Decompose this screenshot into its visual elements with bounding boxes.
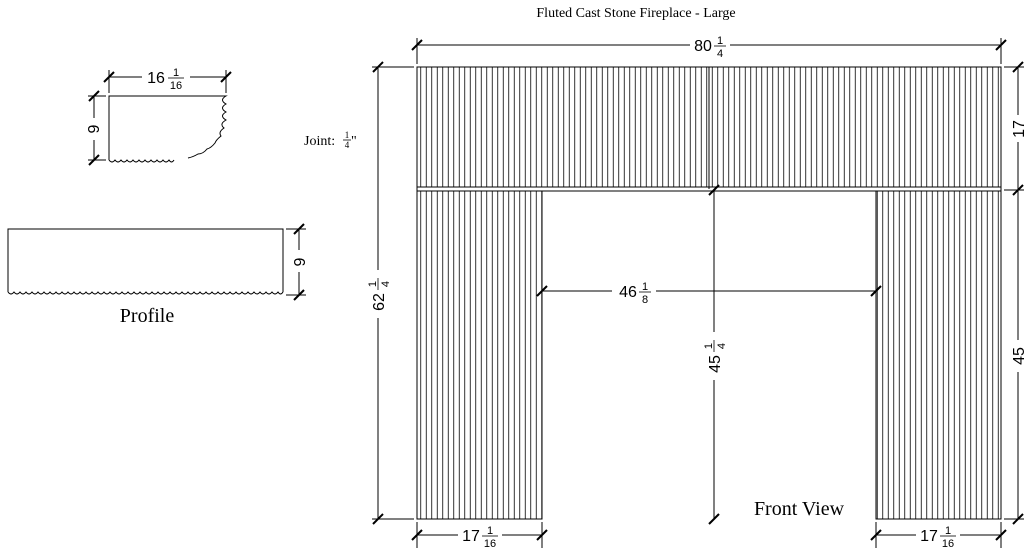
joint-unit: " <box>351 134 357 149</box>
dim-header-height <box>1004 61 1024 196</box>
profile-cap <box>108 95 228 163</box>
drawing-title: Fluted Cast Stone Fireplace - Large <box>536 6 735 21</box>
dim-opening-width <box>536 285 882 297</box>
profile-cap-outline <box>108 95 228 160</box>
dim-opening-width-whole: 46 <box>619 284 637 301</box>
dim-profile-top-depth-den: 16 <box>170 80 182 92</box>
joint-frac-den: 4 <box>345 140 350 150</box>
dim-right-leg-width-whole: 17 <box>920 528 938 545</box>
dim-profile-bottom-height <box>286 223 306 301</box>
dim-left-leg-width-whole: 17 <box>462 528 480 545</box>
dim-opening-height-den: 4 <box>716 343 728 349</box>
front-view <box>416 66 1002 520</box>
dim-opening-width-num: 1 <box>642 281 648 293</box>
dim-right-leg-width-num: 1 <box>945 525 951 537</box>
dim-opening-width-den: 8 <box>642 294 648 306</box>
dim-left-leg-width-den: 16 <box>484 538 496 550</box>
dim-profile-top-depth-num: 1 <box>173 67 179 79</box>
dim-overall-width-num: 1 <box>717 35 723 47</box>
joint-label: Joint: <box>304 134 335 149</box>
profile-label: Profile <box>120 305 175 327</box>
dim-profile-top-depth <box>103 70 232 93</box>
dim-profile-bottom-height-text: 9 <box>292 257 309 266</box>
dim-overall-height <box>372 61 414 525</box>
dim-leg-height <box>1004 190 1024 525</box>
dim-overall-height-whole: 62 <box>371 293 388 311</box>
dim-overall-width <box>411 38 1007 64</box>
front-view-label: Front View <box>754 498 845 520</box>
left-leg-stone <box>416 190 543 520</box>
dim-profile-top-depth-whole: 16 <box>147 70 165 87</box>
joint-frac-num: 1 <box>345 130 350 140</box>
dim-overall-height-den: 4 <box>380 281 392 287</box>
profile-leg <box>7 228 284 295</box>
dim-opening-height-whole: 45 <box>707 355 724 373</box>
dim-overall-width-den: 4 <box>717 48 723 60</box>
dim-profile-top-height <box>88 90 106 166</box>
dim-opening-height <box>708 184 720 525</box>
dim-leg-height-text: 45 <box>1011 347 1028 365</box>
dim-overall-width-whole: 80 <box>694 38 712 55</box>
dim-header-height-text: 17 <box>1011 120 1028 138</box>
joint-note: Joint: 1 4 " <box>304 130 357 150</box>
dim-left-leg-width <box>411 522 548 548</box>
dim-opening-height-num: 1 <box>703 343 715 349</box>
dim-right-leg-width-den: 16 <box>942 538 954 550</box>
dim-right-leg-width <box>870 522 1007 548</box>
dim-left-leg-width-num: 1 <box>487 525 493 537</box>
dim-profile-top-height-text: 9 <box>86 124 103 133</box>
right-leg-stone <box>875 190 1002 520</box>
dim-overall-height-num: 1 <box>367 281 379 287</box>
